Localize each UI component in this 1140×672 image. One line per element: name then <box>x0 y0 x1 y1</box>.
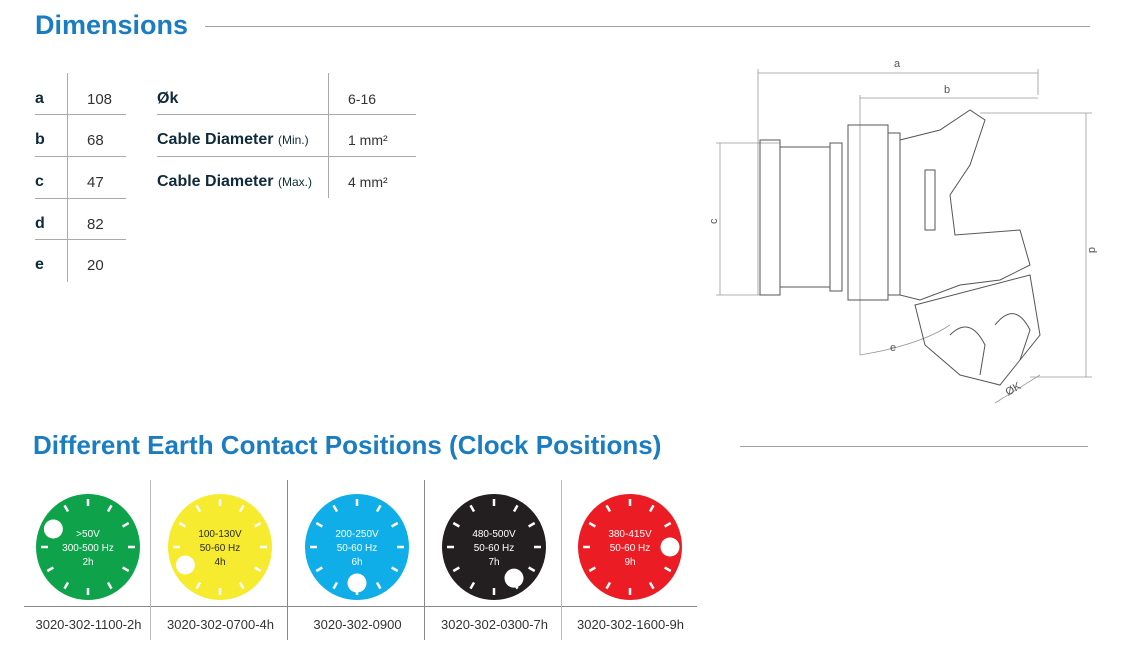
clock-freq: 50-60 Hz <box>200 543 241 554</box>
clock-tick <box>122 566 130 573</box>
label-c: c <box>708 218 720 224</box>
clock-tick <box>315 566 323 573</box>
spec-value: 1 mm² <box>348 132 388 148</box>
clock-tick <box>238 581 245 590</box>
clock-tick <box>63 504 70 513</box>
clock-tick <box>178 521 186 528</box>
clock-tick <box>195 504 202 513</box>
clock-tick <box>391 521 399 528</box>
earth-contact-dot <box>347 573 367 593</box>
clock-tick <box>238 504 245 513</box>
earth-contact-dot <box>504 568 524 588</box>
clock-tick <box>452 566 460 573</box>
clock-voltage: >50V <box>76 529 100 540</box>
clock-tick <box>46 566 54 573</box>
clock-tick <box>588 521 596 528</box>
clock-voltage: 480-500V <box>472 529 516 540</box>
clock-face <box>305 494 409 600</box>
spec-label: Øk <box>157 90 179 107</box>
clock-tick <box>452 521 460 528</box>
clock-voltage: 200-250V <box>335 529 379 540</box>
clock-tick <box>605 581 612 590</box>
dim-key: b <box>35 131 45 148</box>
clock-tick <box>528 521 536 528</box>
clock-tick <box>664 521 672 528</box>
earth-contact-dot <box>175 555 195 575</box>
divider <box>67 73 68 282</box>
spec-label: Cable Diameter (Max.) <box>157 173 312 190</box>
part-number: 3020-302-1100-2h <box>35 617 142 632</box>
clock-tick <box>375 581 382 590</box>
clock-tick <box>106 504 113 513</box>
clock-tick <box>664 566 672 573</box>
technical-drawing: a b c d e ØK <box>708 58 1098 404</box>
clock-tick <box>648 504 655 513</box>
clock-tick <box>528 566 536 573</box>
dimensions-title: Dimensions <box>35 10 189 40</box>
clock-tick <box>315 521 323 528</box>
clock-tick <box>254 566 262 573</box>
dim-key: a <box>35 90 44 107</box>
clock-tick <box>195 581 202 590</box>
clock-tick <box>332 504 339 513</box>
label-a: a <box>894 58 901 70</box>
dim-value: 20 <box>87 257 104 274</box>
label-d: d <box>1086 247 1098 253</box>
clock-hour-label: 7h <box>488 557 499 568</box>
spec-value: 6-16 <box>348 91 377 107</box>
clock-dial: >50V 300-500 Hz 2h <box>36 494 140 600</box>
part-number: 3020-302-0700-4h <box>167 617 274 632</box>
spec-value: 4 mm² <box>348 174 388 190</box>
clock-freq: 50-60 Hz <box>337 543 378 554</box>
clock-hour-label: 2h <box>82 557 93 568</box>
clock-voltage: 380-415V <box>608 529 652 540</box>
clock-tick <box>106 581 113 590</box>
clock-tick <box>588 566 596 573</box>
earth-contact-dot <box>43 519 63 539</box>
title-rule <box>205 26 1090 27</box>
label-e: e <box>890 342 896 354</box>
clock-tick <box>469 504 476 513</box>
earth-title: Different Earth Contact Positions (Clock… <box>33 430 662 460</box>
dim-key: d <box>35 215 45 232</box>
dim-value: 47 <box>87 174 104 191</box>
clock-freq: 50-60 Hz <box>610 543 651 554</box>
clock-hour-label: 4h <box>214 557 225 568</box>
clock-tick <box>469 581 476 590</box>
clock-hour-label: 9h <box>624 557 635 568</box>
title-rule <box>740 446 1088 447</box>
part-number: 3020-302-0900 <box>313 617 402 632</box>
clock-dial: 200-250V 50-60 Hz 6h <box>305 494 409 600</box>
clock-freq: 50-60 Hz <box>474 543 515 554</box>
clock-freq: 300-500 Hz <box>62 543 114 554</box>
earth-contact-dot <box>660 537 680 557</box>
label-b: b <box>944 84 950 96</box>
clock-tick <box>605 504 612 513</box>
dim-value: 68 <box>87 132 104 149</box>
clock-tick <box>254 521 262 528</box>
dim-key: c <box>35 173 44 190</box>
clock-face <box>168 494 272 600</box>
part-number: 3020-302-0300-7h <box>441 617 548 632</box>
clock-face <box>36 494 140 600</box>
part-number: 3020-302-1600-9h <box>577 617 684 632</box>
clock-voltage: 100-130V <box>198 529 242 540</box>
clock-tick <box>122 521 130 528</box>
clock-tick <box>648 581 655 590</box>
spec-label: Cable Diameter (Min.) <box>157 131 309 148</box>
clock-tick <box>512 504 519 513</box>
clock-face <box>578 494 682 600</box>
clock-tick <box>332 581 339 590</box>
clock-dial: 380-415V 50-60 Hz 9h <box>578 494 682 600</box>
clock-dial: 480-500V 50-60 Hz 7h <box>442 494 546 600</box>
dim-value: 108 <box>87 91 113 108</box>
clock-tick <box>63 581 70 590</box>
dim-key: e <box>35 256 44 273</box>
dim-value: 82 <box>87 216 104 233</box>
clock-hour-label: 6h <box>351 557 362 568</box>
clock-tick <box>391 566 399 573</box>
clock-tick <box>375 504 382 513</box>
clock-dial: 100-130V 50-60 Hz 4h <box>168 494 272 600</box>
